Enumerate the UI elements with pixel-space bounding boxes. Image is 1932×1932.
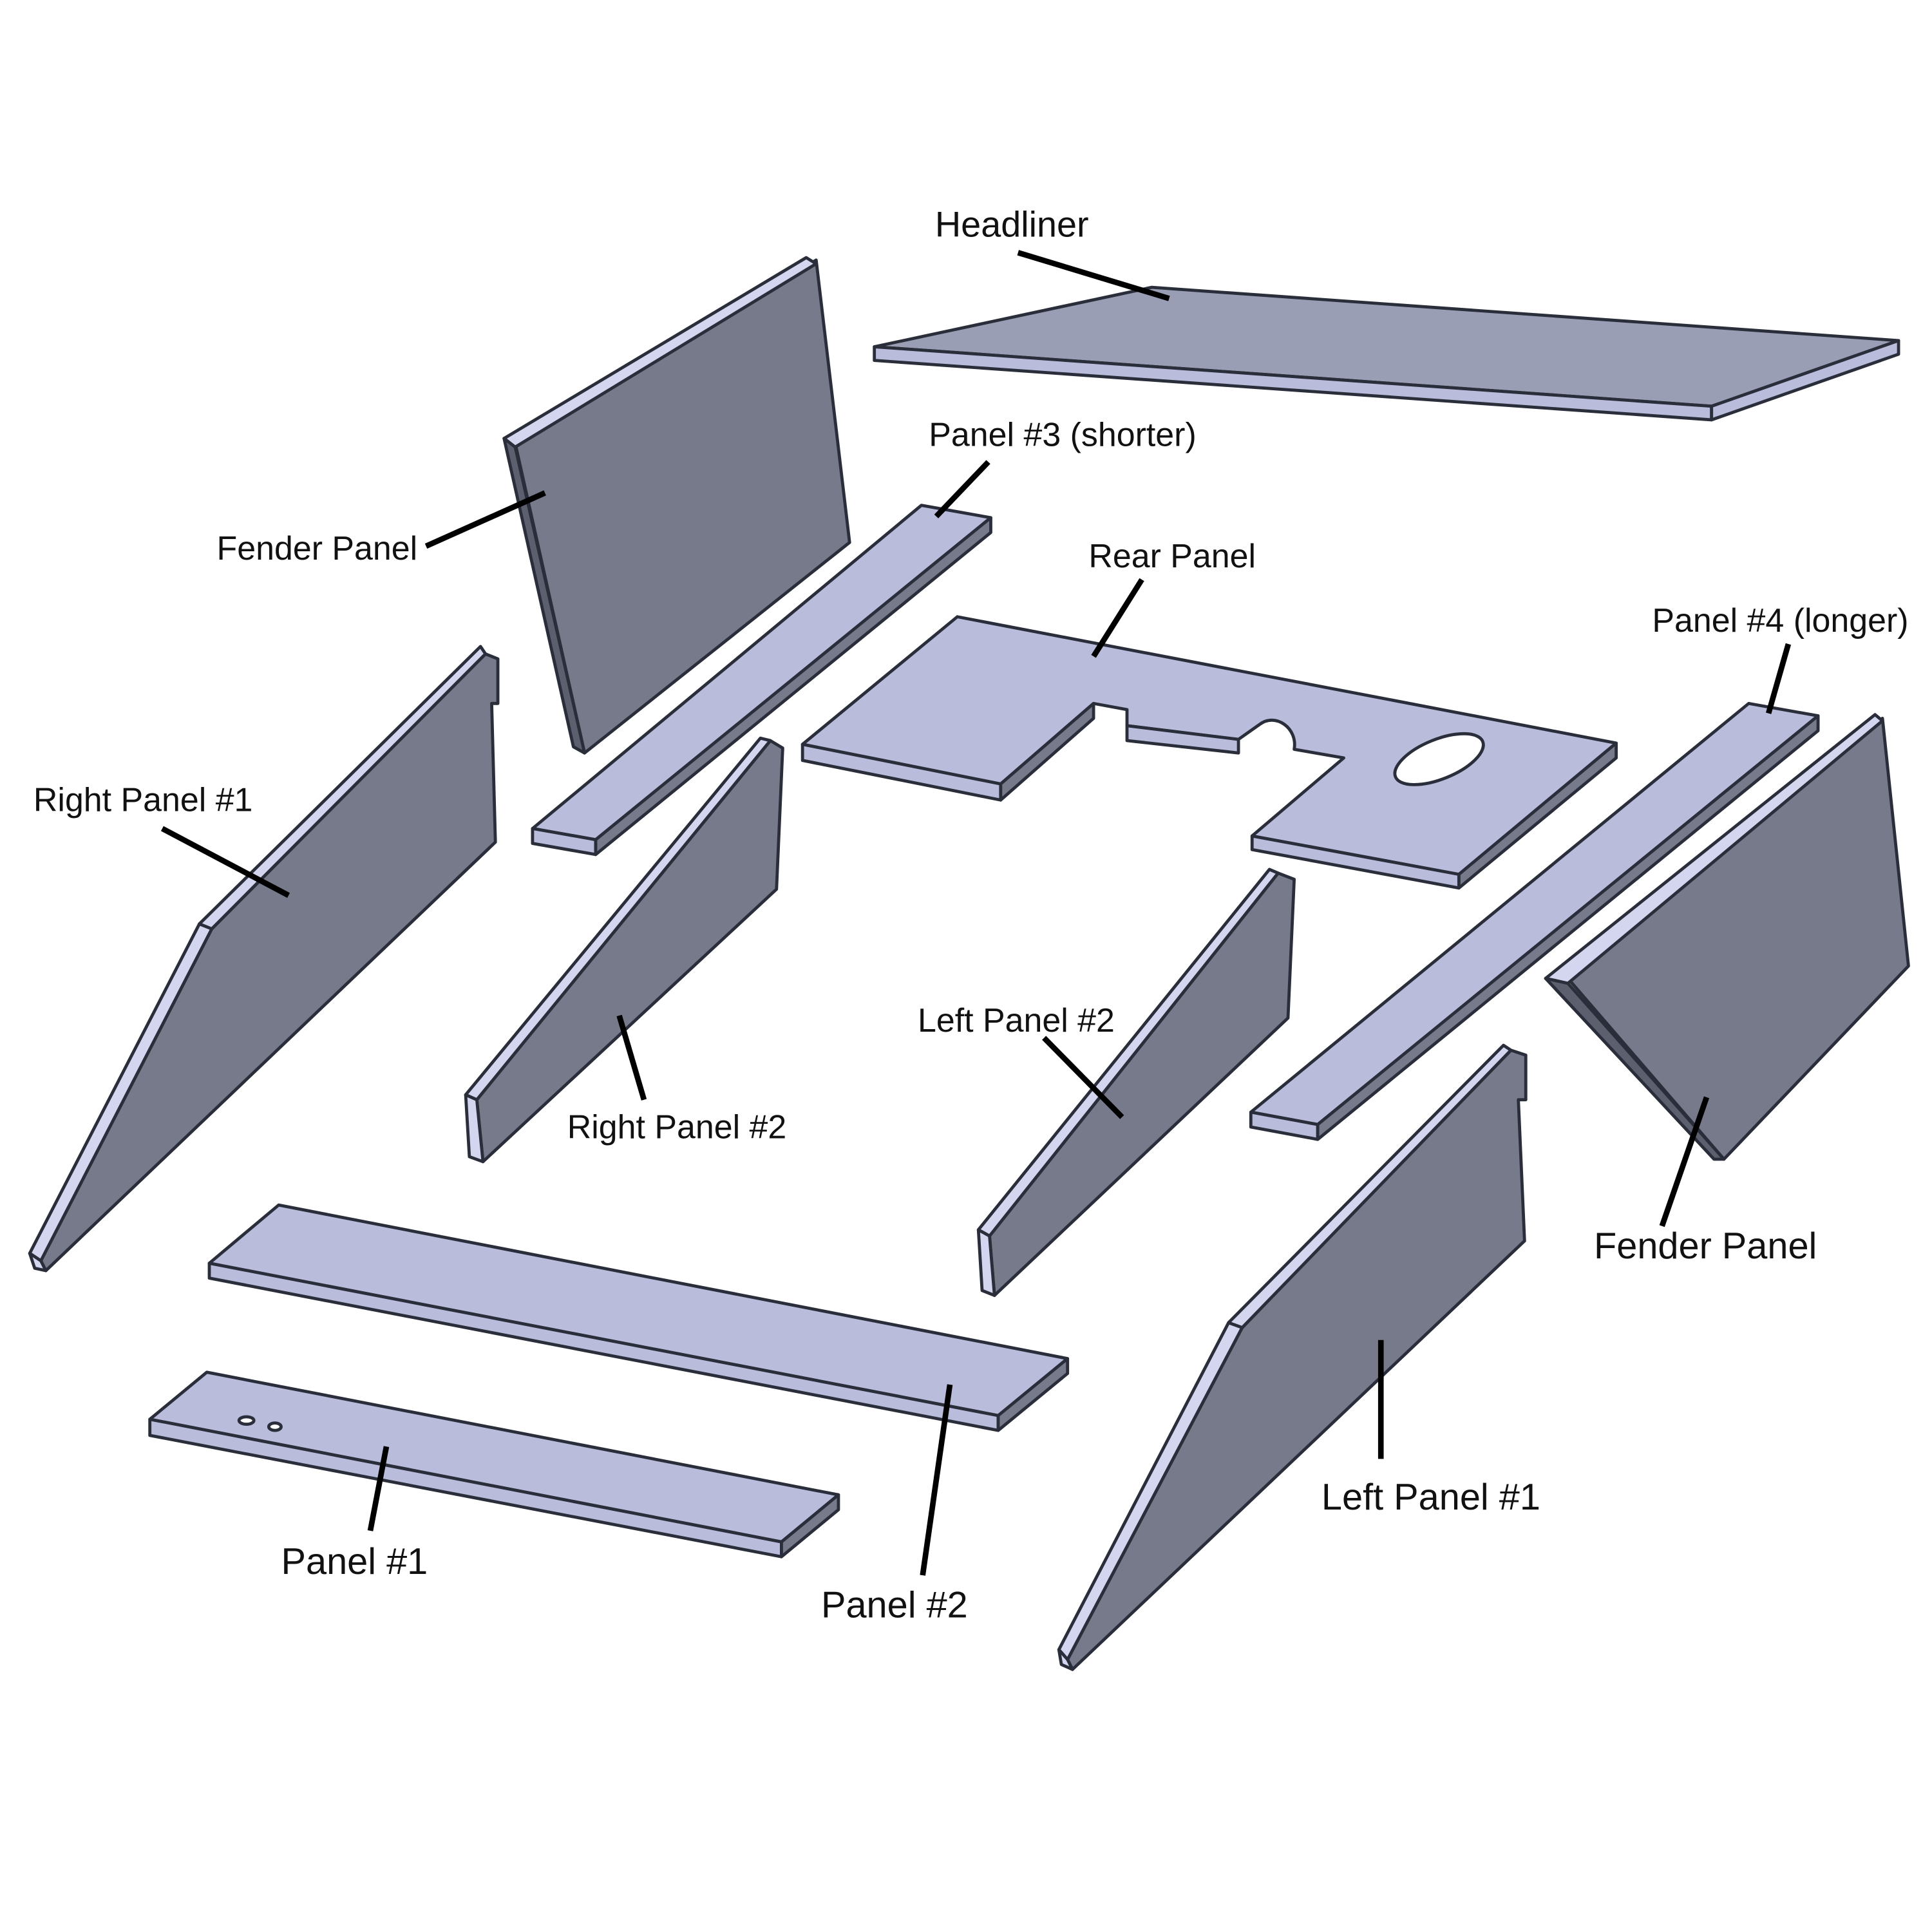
label-fender-panel-right: Fender Panel xyxy=(1594,1226,1817,1267)
leader-panel-3 xyxy=(934,460,990,518)
headliner-part xyxy=(873,285,1900,422)
label-panel-2: Panel #2 xyxy=(821,1585,968,1626)
leader-panel-1 xyxy=(367,1446,390,1531)
panel-2-part xyxy=(207,1203,1070,1432)
label-headliner: Headliner xyxy=(935,204,1089,244)
leader-panel-2 xyxy=(920,1384,953,1576)
label-right-panel-2: Right Panel #2 xyxy=(567,1108,787,1146)
panel-1-hole-2 xyxy=(267,1421,283,1432)
right-panel-2-part xyxy=(464,736,784,1164)
right-panel-1-part xyxy=(28,645,500,1273)
fender-panel-right-part xyxy=(1544,713,1910,1161)
label-left-panel-1: Left Panel #1 xyxy=(1321,1477,1540,1518)
leader-fender-right xyxy=(1659,1096,1710,1227)
label-right-panel-1: Right Panel #1 xyxy=(33,782,253,819)
label-fender-panel-left: Fender Panel xyxy=(217,530,418,567)
label-left-panel-2: Left Panel #2 xyxy=(918,1002,1115,1039)
leader-headliner xyxy=(1017,250,1170,301)
part-labels: Headliner Panel #3 (shorter) Fender Pane… xyxy=(33,204,1909,1625)
leader-right-2 xyxy=(616,1014,647,1101)
leader-fender-left xyxy=(424,490,546,549)
leader-right-1 xyxy=(160,826,290,898)
leader-lines xyxy=(160,250,1792,1576)
rear-panel-part xyxy=(800,615,1618,890)
leader-rear xyxy=(1091,578,1144,658)
label-panel-4: Panel #4 (longer) xyxy=(1652,602,1908,639)
leader-panel-4 xyxy=(1765,643,1792,714)
panel-1-hole-1 xyxy=(237,1415,256,1426)
left-panel-2-part xyxy=(976,867,1296,1297)
leader-left-2 xyxy=(1042,1036,1124,1119)
left-panel-1-part xyxy=(1057,1043,1528,1671)
label-panel-3: Panel #3 (shorter) xyxy=(929,416,1196,453)
label-panel-1: Panel #1 xyxy=(281,1541,428,1582)
label-rear-panel: Rear Panel xyxy=(1088,538,1256,575)
fender-panel-left-part xyxy=(502,256,851,755)
panel-4-part xyxy=(1249,701,1820,1141)
panel-1-part xyxy=(148,1370,840,1558)
panel-3-part xyxy=(531,504,992,857)
